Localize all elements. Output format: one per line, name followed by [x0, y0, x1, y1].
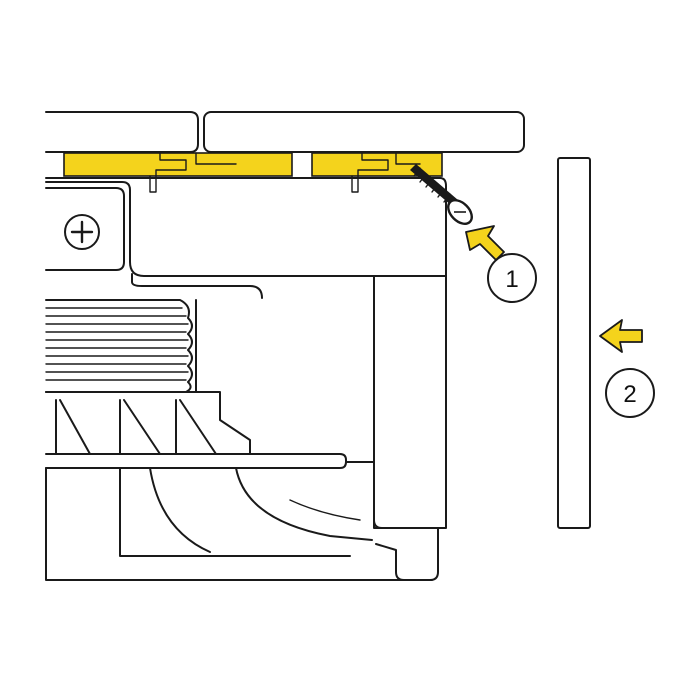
bracket-left — [63, 152, 293, 177]
front-panel-piece — [45, 187, 125, 271]
countertop-panel-left — [45, 111, 199, 153]
step-1-label: 1 — [505, 266, 518, 293]
rib-3 — [175, 399, 217, 455]
phillips-screw-head-icon — [64, 214, 100, 250]
bracket-right — [311, 152, 443, 177]
support-curve-2 — [235, 467, 373, 541]
base-shoulder — [45, 391, 251, 455]
countertop — [45, 111, 525, 153]
cabinet-frame — [45, 177, 447, 529]
base-rail — [45, 453, 347, 469]
leg-foot — [375, 527, 439, 581]
step-2-badge: 2 — [605, 368, 655, 418]
support-curve-3 — [289, 499, 361, 521]
bracket-clip-left-b — [195, 152, 237, 165]
bracket-clip-right — [351, 152, 389, 193]
top-rail — [45, 177, 447, 277]
arrow-icon — [599, 319, 643, 353]
rib-1 — [55, 399, 91, 455]
base-bottom — [45, 467, 433, 581]
side-leg — [373, 275, 447, 529]
step-1-badge: 1 — [487, 253, 537, 303]
rib-2 — [119, 399, 161, 455]
base-inner — [119, 467, 351, 557]
countertop-panel-right — [203, 111, 525, 153]
support-curve-1 — [149, 467, 211, 553]
arrow-icon — [465, 225, 505, 261]
side-panel-part — [557, 157, 591, 529]
bracket-clip-left — [149, 152, 187, 193]
threaded-foot — [45, 299, 197, 393]
base-structure — [45, 391, 439, 581]
mounting-brackets — [63, 152, 443, 193]
bracket-clip-right-b — [395, 152, 421, 165]
leg-edge — [373, 275, 383, 529]
screw-icon — [410, 164, 473, 225]
thread-body — [45, 299, 193, 393]
rail-lip — [131, 273, 263, 299]
step-2-label: 2 — [623, 381, 636, 408]
